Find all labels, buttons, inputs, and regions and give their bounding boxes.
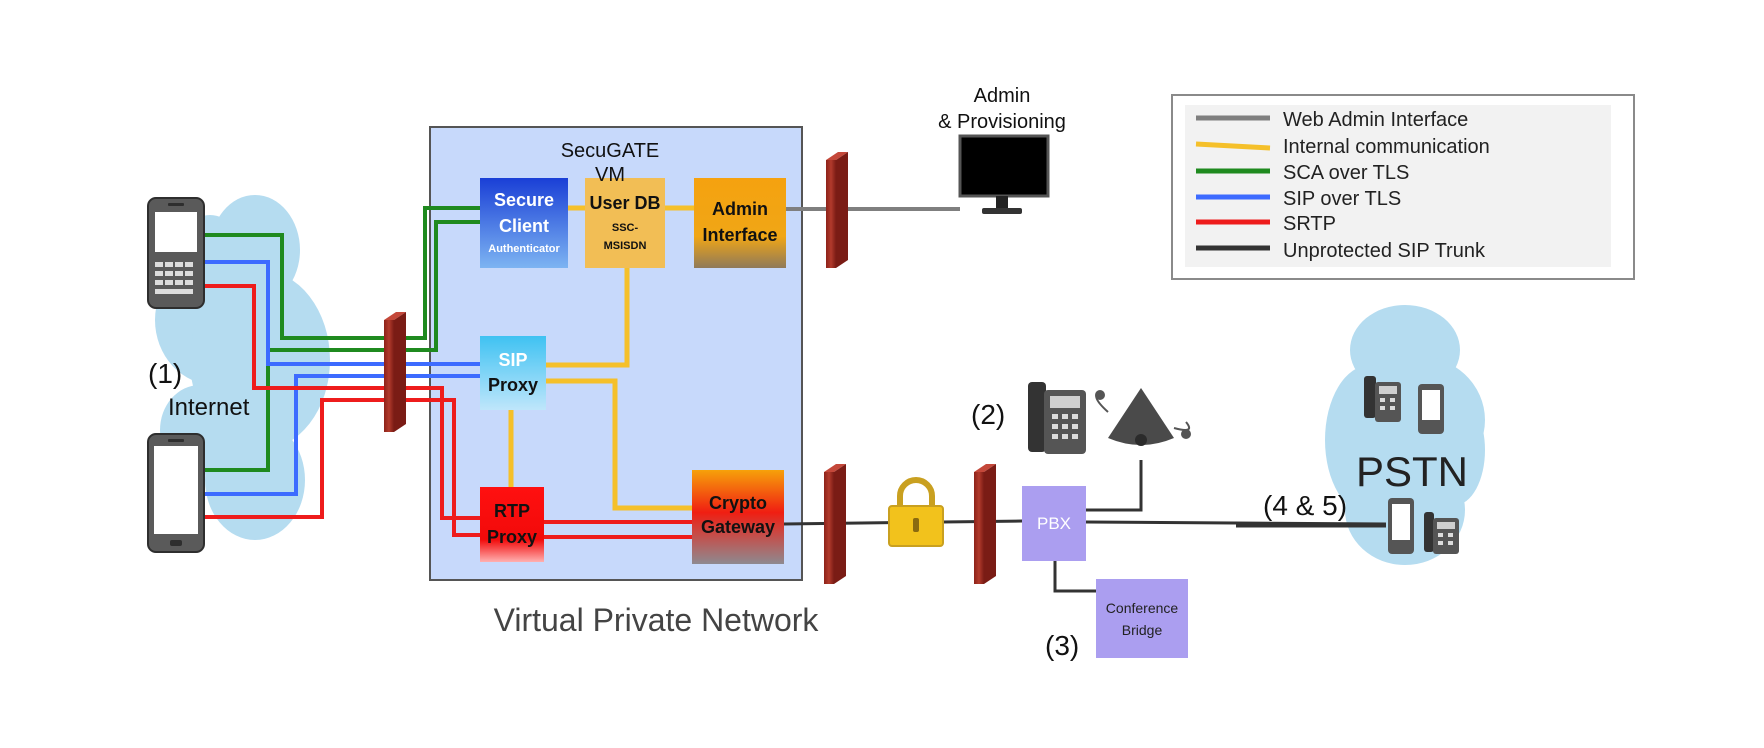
sip-proxy-box — [480, 336, 546, 410]
legend: Web Admin Interface Internal communicati… — [1171, 94, 1635, 280]
firewall-pbx — [974, 464, 996, 584]
vm-title-line1: SecuGATE — [561, 140, 660, 162]
admin-interface-box — [694, 178, 786, 268]
vpn-caption: Virtual Private Network — [494, 602, 820, 638]
secure-client-box — [480, 178, 568, 268]
conference-phone-icon — [1095, 388, 1191, 446]
conference-bridge-line2: Bridge — [1122, 622, 1163, 638]
legend-label-srtp: SRTP — [1283, 213, 1336, 235]
admin-provisioning-line2: & Provisioning — [938, 111, 1066, 133]
sca-over-tls-lines — [203, 206, 480, 472]
marker-2: (2) — [971, 399, 1005, 430]
rtp-proxy-line2: Proxy — [487, 527, 537, 547]
user-db-line3: MSISDN — [604, 240, 647, 252]
pstn-mobile-phone-2-icon — [1388, 498, 1414, 554]
internet-label: Internet — [168, 394, 250, 421]
padlock-icon — [888, 477, 944, 547]
crypto-gateway-line1: Crypto — [709, 493, 767, 513]
pbx-device-links — [1086, 460, 1143, 512]
pbx-label: PBX — [1037, 514, 1071, 533]
pstn-desk-phone-2-icon — [1424, 512, 1459, 554]
admin-interface-line2: Interface — [702, 225, 777, 245]
admin-provisioning-line1: Admin — [974, 85, 1031, 107]
secure-client-line3: Authenticator — [488, 243, 560, 255]
pbx-box — [1022, 486, 1086, 561]
marker-3: (3) — [1045, 630, 1079, 661]
vm-title-line2: VM — [595, 164, 625, 186]
conference-bridge-box — [1096, 579, 1188, 658]
rtp-proxy-box — [480, 487, 544, 562]
pstn-desk-phone-icon — [1364, 376, 1401, 422]
legend-label-internal: Internal communication — [1283, 136, 1490, 158]
firewall-gateway — [824, 464, 846, 584]
sip-proxy-line1: SIP — [498, 350, 527, 370]
admin-interface-line1: Admin — [712, 199, 768, 219]
pstn-label: PSTN — [1356, 448, 1468, 495]
marker-4-and-5: (4 & 5) — [1263, 490, 1347, 521]
user-db-line2: SSC- — [612, 222, 639, 234]
conference-bridge-line1: Conference — [1106, 600, 1179, 616]
user-db-line1: User DB — [589, 193, 660, 213]
crypto-gateway-line2: Gateway — [701, 517, 775, 537]
legend-label-sca: SCA over TLS — [1283, 162, 1409, 184]
firewall-internet — [384, 312, 406, 432]
legend-label-sip: SIP over TLS — [1283, 188, 1401, 210]
firewall-admin — [826, 152, 848, 268]
smartphone-icon — [147, 433, 205, 553]
rtp-proxy-line1: RTP — [494, 501, 530, 521]
secure-client-line1: Secure — [494, 190, 554, 210]
secure-client-line2: Client — [499, 216, 549, 236]
desk-phone-icon — [1028, 382, 1086, 454]
sip-proxy-line2: Proxy — [488, 375, 538, 395]
user-db-box — [585, 178, 665, 268]
pstn-mobile-phone-icon — [1418, 384, 1444, 434]
legend-swatch-internal — [1195, 141, 1271, 151]
marker-1: (1) — [148, 358, 182, 389]
smartphone-keyboard-icon — [147, 197, 205, 309]
legend-label-web-admin: Web Admin Interface — [1283, 109, 1468, 131]
crypto-gateway-box — [692, 470, 784, 564]
legend-label-trunk: Unprotected SIP Trunk — [1283, 240, 1486, 262]
admin-monitor-icon — [958, 134, 1050, 214]
